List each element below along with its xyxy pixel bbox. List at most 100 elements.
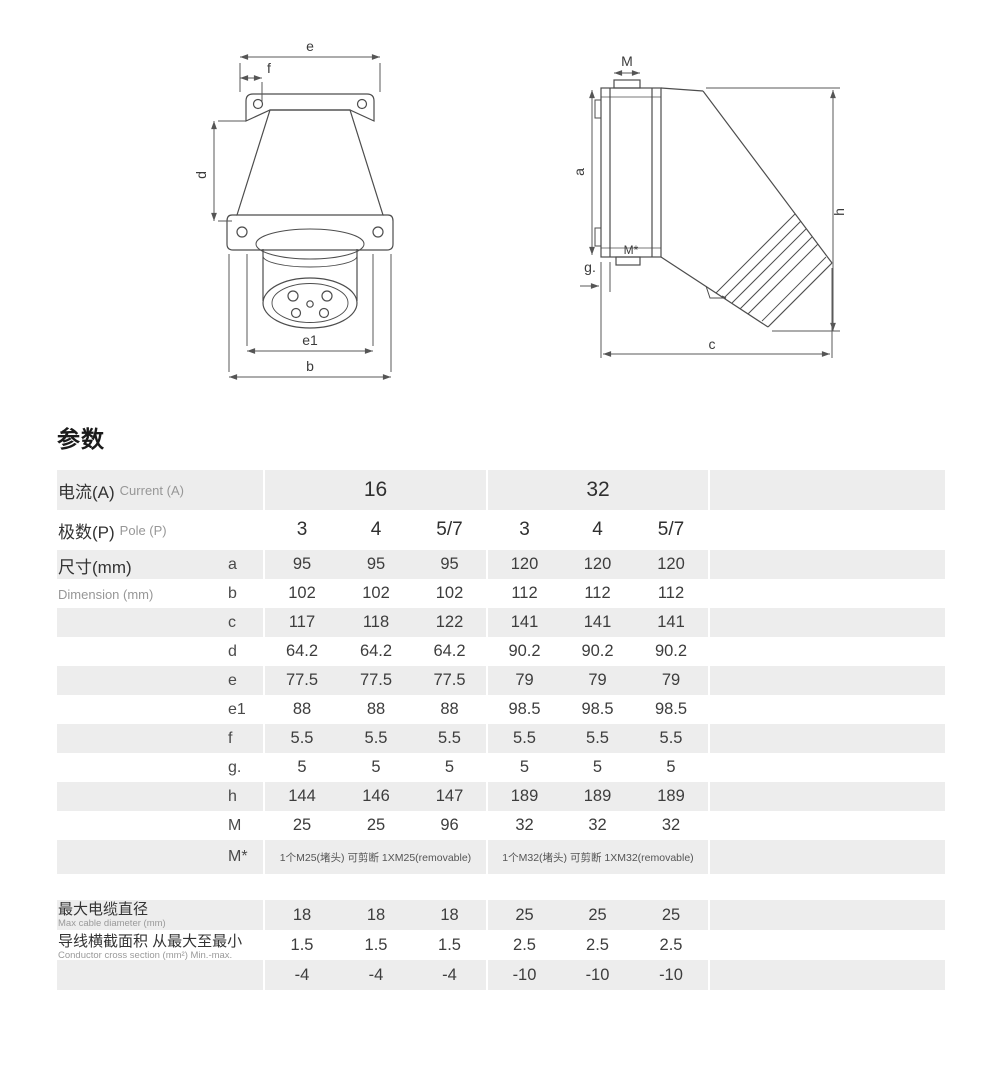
dim-row-f: f 5.5 5.5 5.5 5.5 5.5 5.5 xyxy=(57,724,945,753)
dim-label-g: g. xyxy=(584,259,596,275)
dim-row-h: h 144 146 147 189 189 189 xyxy=(57,782,945,811)
max-cable-value: 25 xyxy=(488,900,561,930)
dim-value: 146 xyxy=(339,782,413,811)
pole-value: 5/7 xyxy=(634,510,708,550)
conductor-value: 1.5 xyxy=(339,930,413,960)
screw-hole-top-right xyxy=(356,98,368,110)
dim-value: 5.5 xyxy=(488,724,561,753)
dim-row-M: M 25 25 96 32 32 32 xyxy=(57,811,945,840)
conductor-value: 1.5 xyxy=(265,930,339,960)
dim-key: d xyxy=(210,637,263,666)
conductor-value: 2.5 xyxy=(634,930,708,960)
max-cable-label-zh: 最大电缆直径 xyxy=(58,900,149,918)
dim-label-e: e xyxy=(306,38,314,54)
conductor-value: -10 xyxy=(561,960,634,990)
dim-value: 90.2 xyxy=(634,637,708,666)
dim-value: 122 xyxy=(413,608,486,637)
dim-value: 95 xyxy=(265,550,339,579)
dim-value: 5.5 xyxy=(413,724,486,753)
pole-label-zh: 极数(P) xyxy=(58,522,115,542)
pole-value: 3 xyxy=(488,510,561,550)
conductor-value: -4 xyxy=(339,960,413,990)
pole-value: 4 xyxy=(561,510,634,550)
dim-key: b xyxy=(210,579,263,608)
dim-label-f: f xyxy=(267,60,271,76)
conductor-label-en: Conductor cross section (mm²) Min.-max. xyxy=(58,950,233,961)
conductor-value: -4 xyxy=(413,960,486,990)
dim-value: 189 xyxy=(561,782,634,811)
dim-label-c: c xyxy=(709,336,716,352)
bottom-gland-knockout xyxy=(615,256,641,266)
dim-key: h xyxy=(210,782,263,811)
pole-value: 3 xyxy=(265,510,339,550)
dim-value: 77.5 xyxy=(413,666,486,695)
dim-value: 64.2 xyxy=(265,637,339,666)
dim-key: c xyxy=(210,608,263,637)
conductor-value: -4 xyxy=(265,960,339,990)
dim-label-d: d xyxy=(193,171,209,179)
dim-label-m-star: M* xyxy=(624,243,639,257)
dim-value: 141 xyxy=(488,608,561,637)
dim-label-h: h xyxy=(831,208,847,216)
dim-row-m-star: M* 1个M25(堵头) 可剪断 1XM25(removable) 1个M32(… xyxy=(57,840,945,874)
max-cable-value: 25 xyxy=(561,900,634,930)
dim-value: 112 xyxy=(488,579,561,608)
dim-row-c: c 117 118 122 141 141 141 xyxy=(57,608,945,637)
dimension-label-en: Dimension (mm) xyxy=(58,587,154,602)
dim-value: 189 xyxy=(488,782,561,811)
current-row: 电流(A) Current (A) 16 32 xyxy=(57,470,945,510)
dim-value: 79 xyxy=(561,666,634,695)
max-cable-label-en: Max cable diameter (mm) xyxy=(58,917,166,929)
dim-key: M xyxy=(210,811,263,840)
dim-value: 141 xyxy=(561,608,634,637)
screw-hole-bottom-left xyxy=(236,226,248,238)
dim-value: 95 xyxy=(339,550,413,579)
dim-value: 32 xyxy=(634,811,708,840)
dim-value: 5.5 xyxy=(634,724,708,753)
max-cable-value: 18 xyxy=(413,900,486,930)
dim-value: 25 xyxy=(265,811,339,840)
current-label-zh: 电流(A) xyxy=(58,482,115,502)
dimension-label-zh: 尺寸(mm) xyxy=(58,558,132,577)
dim-label-M: M xyxy=(621,53,633,69)
pole-row: 极数(P) Pole (P) 3 4 5/7 3 4 5/7 xyxy=(57,510,945,550)
m-star-note-32: 1个M32(堵头) 可剪断 1XM32(removable) xyxy=(488,840,708,874)
dim-value: 98.5 xyxy=(561,695,634,724)
dim-row-d: d 64.2 64.2 64.2 90.2 90.2 90.2 xyxy=(57,637,945,666)
page-title: 参数 xyxy=(57,426,105,452)
dim-value: 96 xyxy=(413,811,486,840)
dim-value: 147 xyxy=(413,782,486,811)
dim-row-b: b 102 102 102 112 112 112 xyxy=(57,579,945,608)
conductor-value: -10 xyxy=(634,960,708,990)
technical-drawings: e f d e1 b xyxy=(193,38,847,380)
current-32: 32 xyxy=(488,470,708,510)
dim-key: e xyxy=(210,666,263,695)
dim-value: 64.2 xyxy=(413,637,486,666)
pin xyxy=(287,290,299,302)
dim-value: 25 xyxy=(339,811,413,840)
pole-value: 4 xyxy=(339,510,413,550)
pole-label-en: Pole (P) xyxy=(119,522,167,538)
pin xyxy=(290,307,302,319)
dim-value: 5 xyxy=(339,753,413,782)
front-view-dimension-lines xyxy=(211,54,392,380)
dim-value: 117 xyxy=(265,608,339,637)
m-star-note-16: 1个M25(堵头) 可剪断 1XM25(removable) xyxy=(265,840,486,874)
front-view-drawing xyxy=(226,93,394,329)
dim-value: 189 xyxy=(634,782,708,811)
screw-hole-top-left xyxy=(252,98,264,110)
dim-value: 79 xyxy=(488,666,561,695)
screw-hole-bottom-right xyxy=(372,226,384,238)
conductor-row-min: -4 -4 -4 -10 -10 -10 xyxy=(57,960,945,990)
dim-key: f xyxy=(210,724,263,753)
conductor-value: 2.5 xyxy=(488,930,561,960)
pin xyxy=(306,300,314,308)
dim-key: M* xyxy=(210,840,263,874)
dim-value: 5.5 xyxy=(561,724,634,753)
pin xyxy=(318,307,330,319)
dim-value: 5 xyxy=(561,753,634,782)
dim-row-e: e 77.5 77.5 77.5 79 79 79 xyxy=(57,666,945,695)
dim-value: 5 xyxy=(413,753,486,782)
front-view-dim-labels: e f d e1 b xyxy=(193,38,318,374)
conductor-value: 1.5 xyxy=(413,930,486,960)
